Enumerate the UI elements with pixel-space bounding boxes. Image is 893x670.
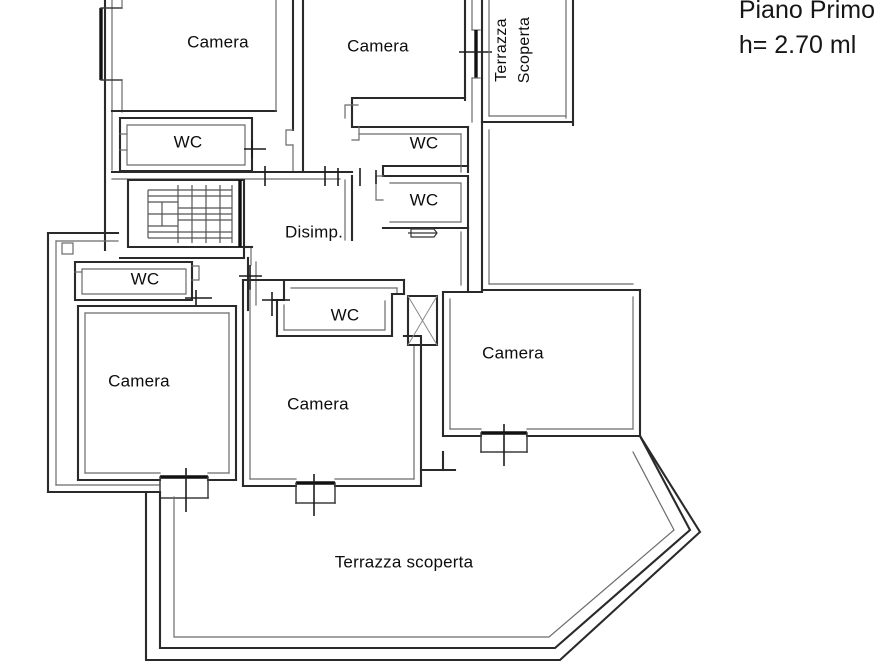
group-shaft: [406, 294, 439, 347]
wall-wc-cl-topleft: [271, 278, 286, 302]
wall-wc-mid-left-outer: [73, 260, 194, 302]
group-upper-right-camera: [344, 0, 492, 123]
wall-wc-mid-upper-bottom: [381, 164, 470, 178]
label-camera-top-right: Camera: [347, 36, 409, 55]
group-terrazza-scoperta-top: [480, 0, 575, 127]
group-disimpegno: [118, 245, 262, 312]
label-disimpegno: Disimp.: [285, 222, 343, 241]
label-terrazza-vertical-1: Terrazza: [493, 18, 510, 82]
wall-wc-mid-upper-top: [350, 118, 470, 129]
group-staircase: [126, 178, 246, 249]
label-wc-top-mid-upper: WC: [410, 133, 439, 152]
wall-camera-tr-bottom: [350, 96, 467, 120]
fixture-basin-lower-wc: [410, 228, 438, 238]
label-camera-top-left: Camera: [187, 32, 249, 51]
wall-wc-cl-bottom-inner: [283, 300, 386, 331]
group-camera-bottom-center: [241, 278, 423, 516]
wall-spine-notch: [285, 129, 294, 146]
label-camera-bottom-right: Camera: [482, 343, 544, 362]
title-piano: Piano Primo: [738, 0, 875, 24]
title-block: Piano Primo h= 2.70 ml: [739, 0, 875, 60]
wall-camera-tr-bottom-inner: [344, 104, 359, 119]
group-wc-mid-left: [73, 260, 212, 306]
label-wc-mid-left: WC: [131, 269, 160, 288]
wall-terrace-inner: [173, 451, 675, 638]
label-terrazza-scoperta-bottom: Terrazza scoperta: [335, 552, 474, 571]
shaft-diag-b: [407, 295, 438, 346]
wall-terrace-outer: [158, 434, 692, 650]
wall-wc-mid-lower-inner: [389, 182, 462, 223]
wall-wc-mid-upper-notch: [351, 126, 360, 141]
group-wc-center-lower: [262, 278, 406, 338]
wall-camera-bc-right-top: [402, 334, 423, 347]
wall-wc-mid-lower-left-notch: [375, 175, 384, 201]
wall-wc-mid-lower-frame: [381, 174, 470, 230]
group-terrazza-scoperta-bottom: [144, 434, 702, 662]
marker-column-lower-left: [61, 242, 74, 255]
group-wc-middle-stack: [344, 118, 470, 242]
wall-wc-mid-left-inner: [81, 268, 187, 295]
group-right-spine: [460, 120, 642, 292]
group-upper-left-camera: [99, 0, 278, 252]
group-camera-bottom-right: [441, 288, 642, 466]
title-height: h= 2.70 ml: [738, 31, 857, 59]
group-lower-left-envelope: [46, 231, 162, 494]
label-camera-bottom-left: Camera: [108, 371, 170, 390]
wall-wc-upper-left-inner: [126, 124, 246, 166]
wc-ml-notch: [191, 265, 200, 281]
label-terrazza-vertical-2: Scoperta: [516, 17, 533, 83]
label-wc-top-mid-lower: WC: [410, 190, 439, 209]
label-wc-top-left: WC: [174, 132, 203, 151]
wall-wc-cl-step: [390, 292, 406, 338]
group-corridor-spine: [284, 0, 312, 174]
group-camera-bottom-left: [76, 304, 238, 512]
label-camera-bottom-center: Camera: [287, 394, 349, 413]
wall-terrace-outer-2: [144, 434, 702, 662]
label-wc-mid-center: WC: [331, 305, 360, 324]
